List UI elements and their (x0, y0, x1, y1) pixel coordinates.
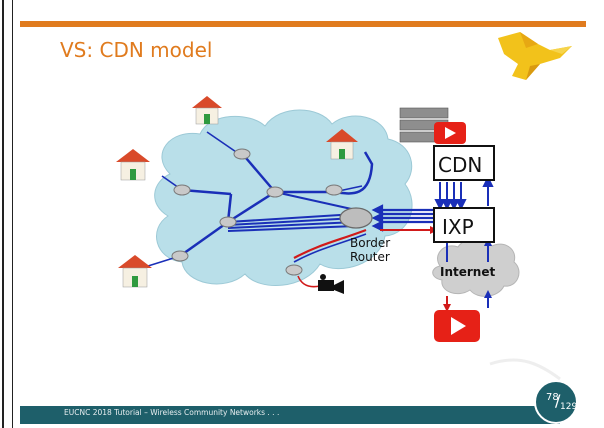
house-icon (118, 255, 152, 288)
house-icon (192, 96, 222, 125)
left-frame-border-inner (12, 0, 13, 428)
cdn-label: CDN (438, 153, 482, 177)
youtube-icon (434, 122, 466, 144)
page-number-badge: 78 / 129 (534, 380, 578, 424)
footer-text: EUCNC 2018 Tutorial – Wireless Community… (64, 408, 280, 417)
page-total: 129 (560, 402, 578, 412)
slide: VS: CDN model (20, 4, 586, 424)
title-bar-accent (20, 21, 586, 27)
camera-icon (318, 274, 344, 294)
border-router-label: Border (350, 236, 390, 250)
house-icon (116, 149, 150, 181)
ixp-box (433, 207, 495, 243)
bird-logo (498, 32, 572, 80)
cdn-box (433, 145, 495, 181)
internet-cloud (432, 238, 520, 297)
page-current: 78 (546, 392, 559, 403)
border-router-icon (339, 207, 373, 229)
slide-title: VS: CDN model (60, 38, 213, 62)
house-icon (326, 129, 358, 160)
server-icon (399, 107, 449, 143)
left-frame-border (2, 0, 4, 428)
border-router-label: Router (350, 250, 390, 264)
footer-bar (20, 406, 560, 424)
internet-label: Internet (440, 265, 495, 279)
youtube-icon (434, 310, 480, 342)
page-separator: / (555, 391, 561, 410)
cdn-network-diagram: Border Router CDN IXP Internet (116, 96, 561, 381)
ixp-label: IXP (442, 215, 474, 239)
